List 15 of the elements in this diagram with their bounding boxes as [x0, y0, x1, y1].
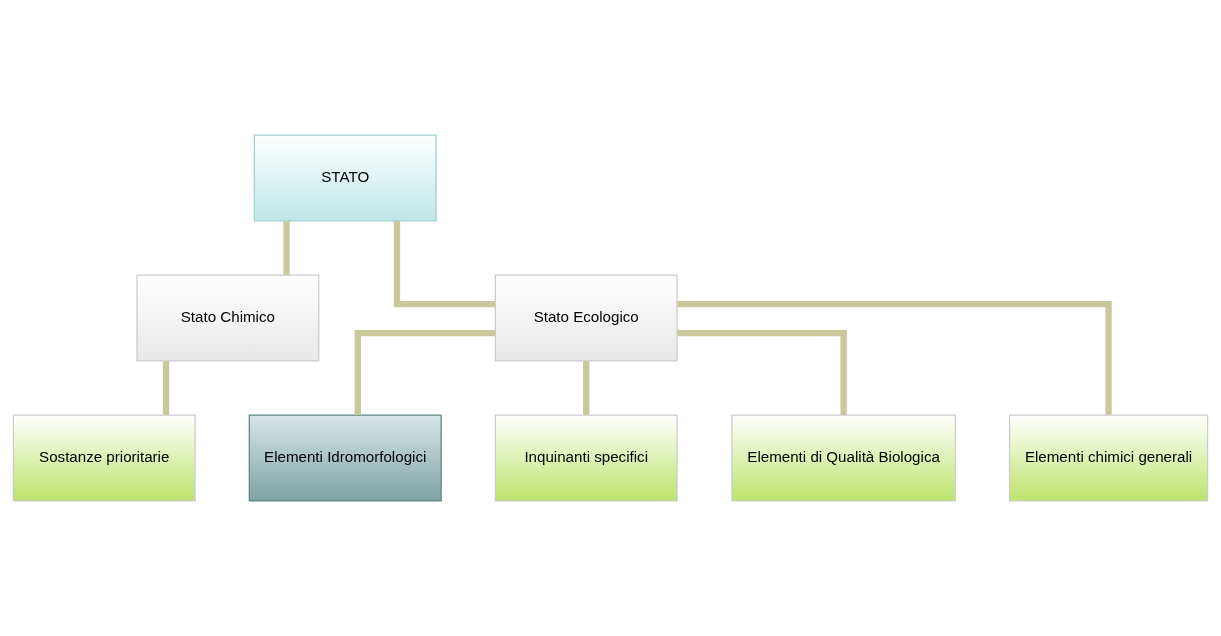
node-box: Stato Chimico	[136, 274, 320, 362]
connector	[162, 361, 170, 415]
connector	[583, 361, 590, 415]
node-box: STATO	[253, 134, 437, 222]
connector	[677, 330, 847, 416]
node-box: Stato Ecologico	[494, 274, 678, 362]
node-box: Inquinanti specifici	[494, 414, 678, 502]
node-box: Elementi di Qualità Biologica	[731, 414, 956, 502]
connector	[354, 330, 496, 416]
connector	[677, 300, 1112, 415]
node-box: Elementi Idromorfologici	[248, 414, 442, 502]
node-box: Elementi chimici generali	[1008, 414, 1209, 502]
connector	[283, 221, 290, 275]
connector	[393, 221, 495, 308]
node-box: Sostanze prioritarie	[12, 414, 196, 502]
